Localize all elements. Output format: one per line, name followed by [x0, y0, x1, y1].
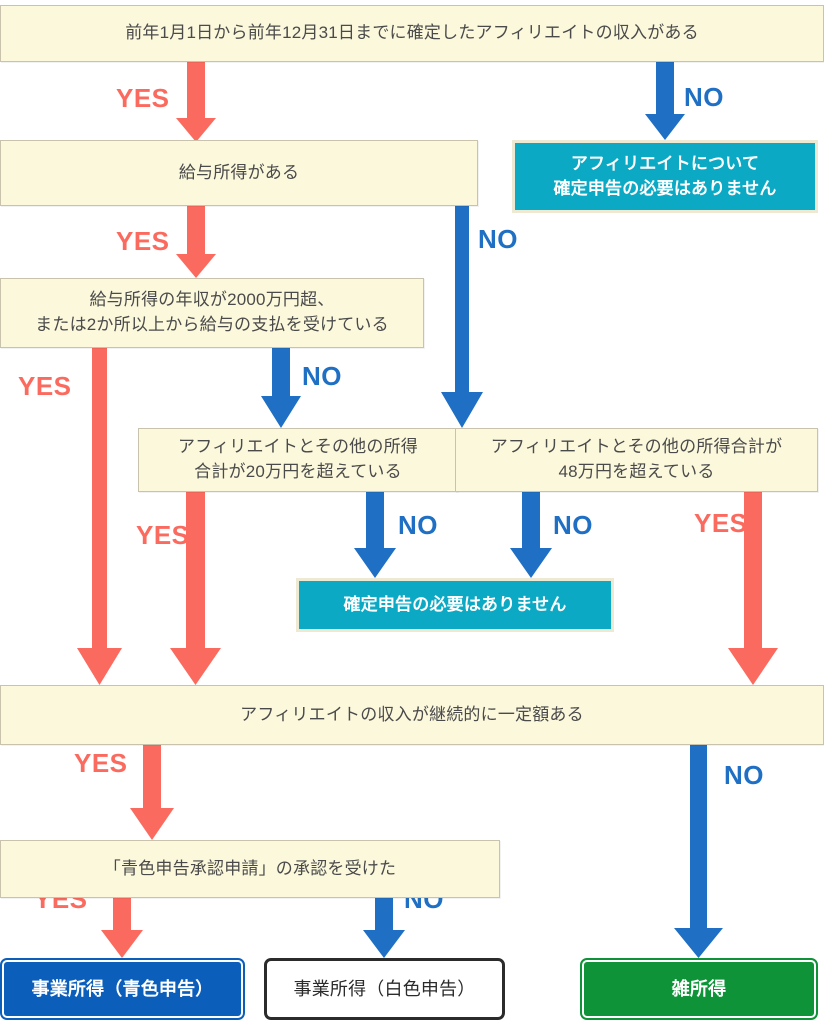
arrow-no-salary-to-48man: [441, 205, 483, 428]
edge-label-yes-20man: YES: [136, 520, 190, 550]
edge-label-yes-2000man: YES: [18, 371, 72, 401]
arrow-no-continuous-to-misc: [674, 745, 723, 958]
edge-label-yes-48man: YES: [694, 508, 748, 538]
node-question-over-48man[interactable]: アフィリエイトとその他の所得合計が 48万円を超えている: [455, 428, 818, 492]
arrow-yes-2000man-to-continuous: [77, 348, 122, 685]
node-text: 確定申告の必要はありません: [343, 594, 567, 614]
node-text-line2: 合計が20万円を超えている: [194, 462, 402, 481]
node-text-line1: アフィリエイトとその他の所得: [178, 437, 418, 457]
node-text-line2: 確定申告の必要はありません: [553, 178, 777, 198]
node-result-miscellaneous-income[interactable]: 雑所得: [580, 958, 818, 1020]
node-question-aoiro-approval[interactable]: 「青色申告承認申請」の承認を受けた: [0, 840, 500, 898]
node-text: 雑所得: [671, 978, 727, 999]
node-terminal-no-filing[interactable]: 確定申告の必要はありません: [296, 578, 614, 632]
node-result-business-income-white-return[interactable]: 事業所得（白色申告）: [264, 958, 505, 1020]
edge-label-yes-income: YES: [116, 83, 170, 113]
node-text-line1: アフィリエイトについて: [570, 153, 760, 173]
edge-label-no-continuous: NO: [724, 760, 764, 790]
edge-label-no-salary: NO: [478, 224, 518, 254]
node-text: 事業所得（白色申告）: [293, 978, 476, 999]
arrow-no-aoiro-to-white-return: [363, 898, 405, 958]
edge-label-yes-salary: YES: [116, 226, 170, 256]
node-terminal-no-filing-affiliate[interactable]: アフィリエイトについて 確定申告の必要はありません: [512, 140, 818, 213]
arrow-yes-salary-to-2000man: [176, 205, 216, 278]
node-question-continuous-income[interactable]: アフィリエイトの収入が継続的に一定額ある: [0, 685, 824, 745]
node-text: 事業所得（青色申告）: [31, 978, 214, 999]
node-result-business-income-blue-return[interactable]: 事業所得（青色申告）: [0, 958, 245, 1020]
arrow-yes-income-to-salary: [176, 62, 216, 142]
node-text: アフィリエイトの収入が継続的に一定額ある: [240, 704, 584, 724]
node-question-salary-income[interactable]: 給与所得がある: [0, 140, 478, 206]
node-question-salary-over-2000man[interactable]: 給与所得の年収が2000万円超、 または2か所以上から給与の支払を受けている: [0, 278, 424, 348]
node-text: 「青色申告承認申請」の承認を受けた: [103, 858, 397, 878]
node-text: 前年1月1日から前年12月31日までに確定したアフィリエイトの収入がある: [125, 23, 699, 43]
arrow-no-income-to-no-filing-affiliate: [645, 62, 685, 140]
edge-label-no-2000man: NO: [302, 361, 342, 391]
arrow-no-48man-to-no-filing: [510, 492, 552, 578]
node-question-over-20man[interactable]: アフィリエイトとその他の所得 合計が20万円を超えている: [138, 428, 458, 492]
node-text-line2: または2か所以上から給与の支払を受けている: [35, 315, 389, 334]
node-text: 給与所得がある: [178, 162, 300, 182]
edge-label-no-income: NO: [684, 82, 724, 112]
edge-label-yes-continuous: YES: [74, 748, 128, 778]
arrow-no-2000man-to-20man: [261, 348, 301, 428]
arrow-yes-aoiro-to-blue-return: [101, 898, 143, 958]
node-question-affiliate-income[interactable]: 前年1月1日から前年12月31日までに確定したアフィリエイトの収入がある: [0, 5, 824, 62]
arrow-yes-continuous-to-aoiro: [130, 745, 174, 840]
node-text-line1: アフィリエイトとその他の所得合計が: [490, 437, 783, 457]
node-text-line1: 給与所得の年収が2000万円超、: [89, 290, 335, 310]
edge-label-no-48man: NO: [553, 510, 593, 540]
node-text-line2: 48万円を超えている: [558, 462, 715, 481]
arrow-no-20man-to-no-filing: [354, 492, 396, 578]
edge-label-no-20man: NO: [398, 510, 438, 540]
